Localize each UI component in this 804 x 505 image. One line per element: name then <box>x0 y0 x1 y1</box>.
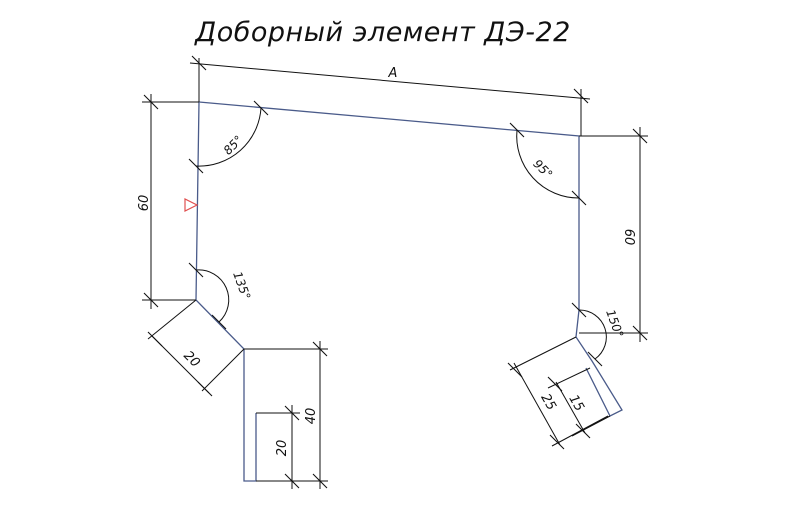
angle-top-right <box>509 122 587 206</box>
dimension-left-height-label: 60 <box>137 195 152 212</box>
profile-outline <box>195 101 623 482</box>
dimension-left-hem-label: 20 <box>275 440 290 457</box>
angle-top-left-label: 85° <box>221 133 246 158</box>
triangle-marker-icon <box>184 198 199 212</box>
drawing-title: Доборный элемент ДЭ-22 <box>194 17 571 48</box>
dimension-left-height <box>142 94 199 309</box>
angle-bottom-right <box>571 302 607 367</box>
dimension-right-height <box>579 127 648 342</box>
angle-bottom-left-label: 135° <box>230 270 253 302</box>
dimension-right-hem <box>547 367 611 439</box>
dimension-right-flange <box>507 336 609 450</box>
dimension-width <box>189 55 591 136</box>
angle-bottom-left <box>188 262 230 330</box>
dimension-right-flange-label: 25 <box>537 391 558 413</box>
angle-top-right-label: 95° <box>530 157 555 182</box>
dimension-right-hem-label: 15 <box>565 392 586 414</box>
angle-top-left <box>188 100 269 174</box>
dimension-right-height-label: 60 <box>621 229 636 246</box>
dimension-left-flange <box>147 299 245 397</box>
dimension-left-hem <box>256 405 300 489</box>
dimension-left-drop-label: 40 <box>304 408 319 425</box>
dimension-width-label: A <box>388 66 398 81</box>
